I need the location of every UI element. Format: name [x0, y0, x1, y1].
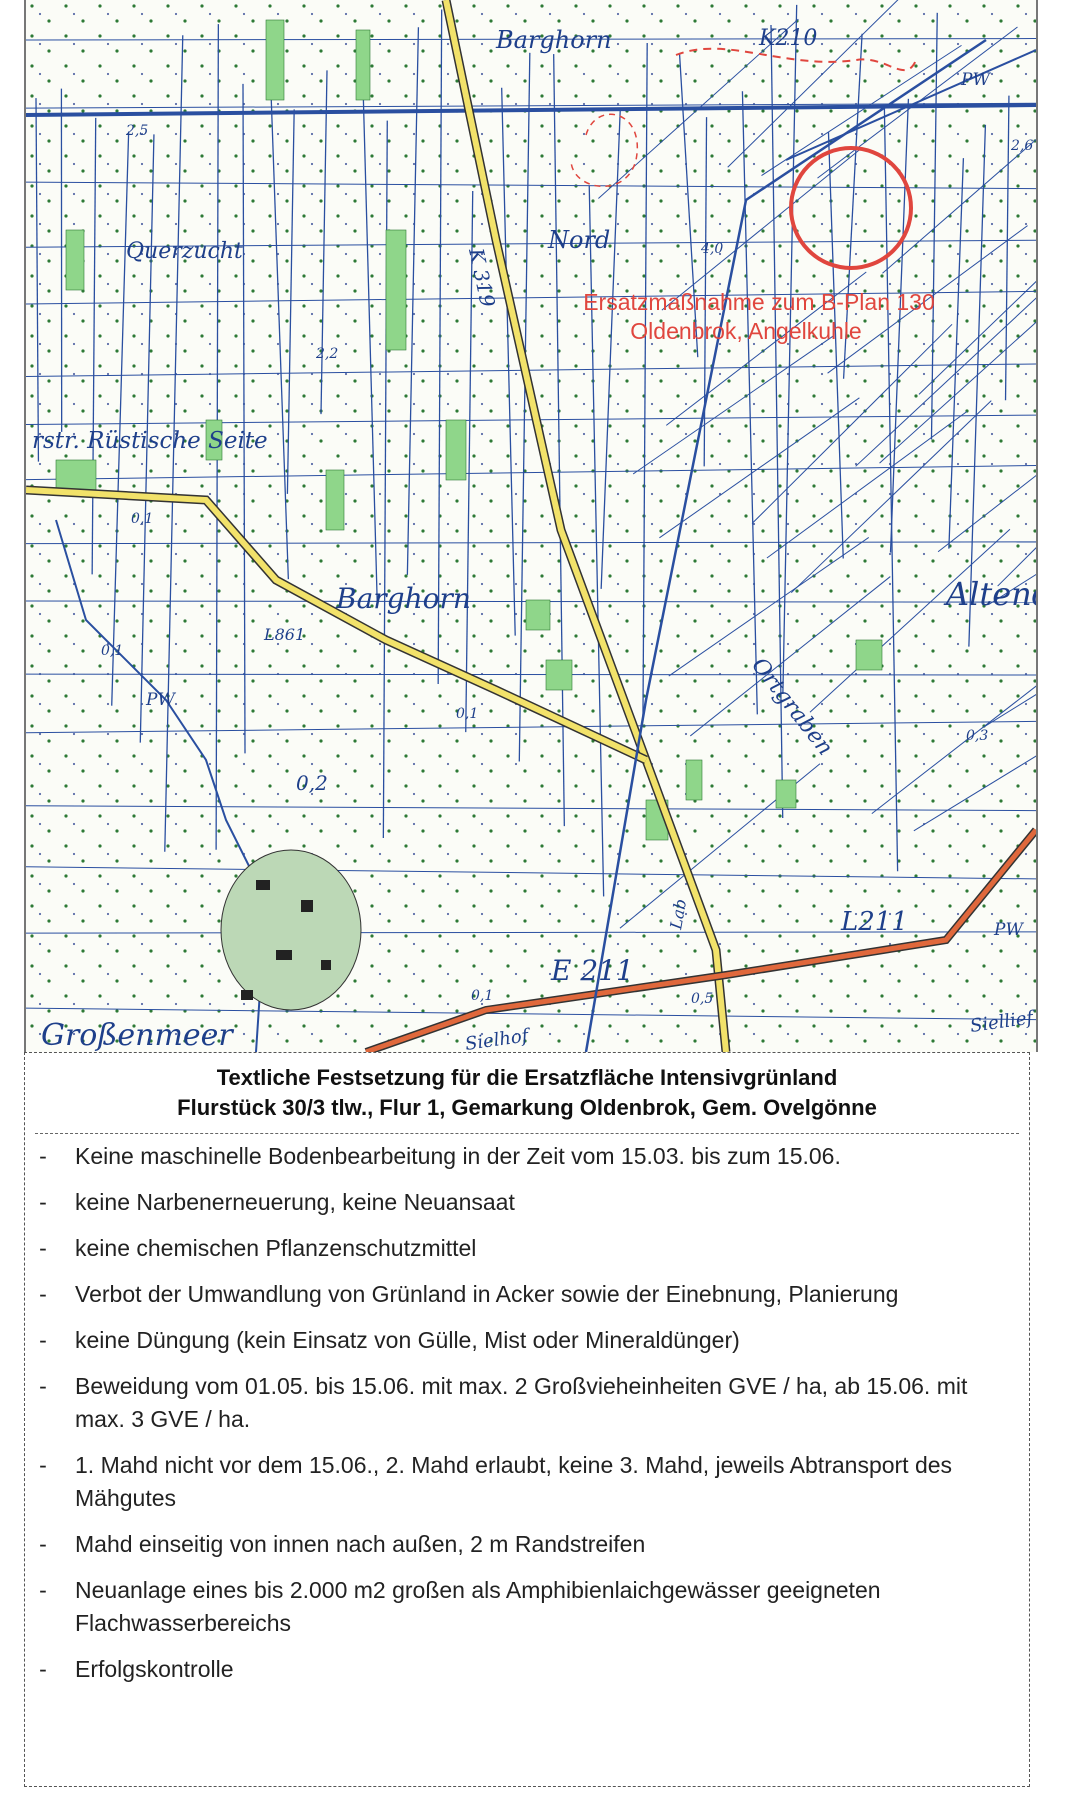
bullet-dash: - — [39, 1143, 47, 1169]
measure-text: Beweidung vom 01.05. bis 15.06. mit max.… — [75, 1373, 968, 1432]
label-height-25: 2,5 — [125, 123, 148, 139]
label-road-k210: K210 — [758, 26, 817, 51]
bullet-dash: - — [39, 1531, 47, 1557]
label-height-26: 2,6 — [1010, 138, 1033, 154]
compensation-area-marker: Ersatzmaßnahme zum B-Plan 130 Oldenbrok,… — [570, 47, 935, 344]
label-grossenmeer: Großenmeer — [41, 1018, 234, 1052]
label-road-l211: L211 — [840, 907, 908, 937]
bullet-dash: - — [39, 1452, 47, 1478]
measure-item: - Erfolgskontrolle — [25, 1653, 1029, 1686]
village-built-up-area — [220, 849, 362, 1011]
measure-item: - Beweidung vom 01.05. bis 15.06. mit max… — [25, 1370, 1029, 1436]
measure-text: keine chemischen Pflanzenschutzmittel — [75, 1235, 477, 1261]
bullet-dash: - — [39, 1235, 47, 1261]
label-height-01c: 0,1 — [456, 706, 478, 722]
measure-item: - 1. Mahd nicht vor dem 15.06., 2. Mahd e… — [25, 1449, 1029, 1515]
annotation-line-2: Oldenbrok, Angelkuhle — [630, 318, 861, 344]
title-divider — [35, 1133, 1019, 1134]
measures-list: - Keine maschinelle Bodenbearbeitung in d… — [25, 1140, 1029, 1686]
label-road-l861: L861 — [263, 625, 305, 644]
label-pw-ne: PW — [960, 70, 991, 90]
measure-text: Erfolgskontrolle — [75, 1656, 234, 1682]
measure-item: - Verbot der Umwandlung von Grünland in A… — [25, 1278, 1029, 1311]
measure-item: - keine Düngung (kein Einsatz von Gülle, … — [25, 1324, 1029, 1357]
label-road-e211: E 211 — [550, 954, 634, 987]
measure-item: - Mahd einseitig von innen nach außen, 2 … — [25, 1528, 1029, 1561]
measure-text: 1. Mahd nicht vor dem 15.06., 2. Mahd er… — [75, 1452, 953, 1511]
label-pw-w: PW — [145, 690, 176, 710]
measure-text: Neuanlage eines bis 2.000 m2 großen als … — [75, 1577, 881, 1636]
label-barghorn-center: Barghorn — [335, 582, 471, 615]
label-heistrasse: rstr. Rüstische Seite — [32, 428, 268, 454]
map-canvas: Barghorn K210 PW 2,5 2,6 K 319 Nord 4,0 … — [26, 0, 1036, 1052]
label-nord: Nord — [547, 226, 610, 254]
measure-text: keine Narbenerneuerung, keine Neuansaat — [75, 1189, 515, 1215]
bullet-dash: - — [39, 1327, 47, 1353]
bullet-dash: - — [39, 1656, 47, 1682]
label-height-01b: 0,1 — [101, 643, 123, 659]
provisions-title-line-1: Textliche Festsetzung für die Ersatzfläc… — [216, 1065, 838, 1090]
label-barghorn-north: Barghorn — [495, 26, 612, 54]
bullet-dash: - — [39, 1281, 47, 1307]
measure-item: - keine Narbenerneuerung, keine Neuansaat — [25, 1186, 1029, 1219]
label-height-40: 4,0 — [700, 241, 723, 257]
label-height-01d: 0,1 — [471, 988, 493, 1004]
provisions-title: Textliche Festsetzung für die Ersatzfläc… — [25, 1053, 1029, 1125]
bullet-dash: - — [39, 1373, 47, 1399]
measure-item: - Keine maschinelle Bodenbearbeitung in d… — [25, 1140, 1029, 1173]
label-pw-e: PW — [993, 920, 1024, 940]
measure-item: - keine chemischen Pflanzenschutzmittel — [25, 1232, 1029, 1265]
measure-text: Keine maschinelle Bodenbearbeitung in de… — [75, 1143, 841, 1169]
label-height-02: 0,2 — [296, 771, 328, 795]
roads — [26, 0, 1036, 1052]
topographic-map: Barghorn K210 PW 2,5 2,6 K 319 Nord 4,0 … — [24, 0, 1038, 1052]
annotation-line-1: Ersatzmaßnahme zum B-Plan 130 — [583, 289, 935, 315]
label-height-22: 2,2 — [315, 346, 338, 362]
textual-provisions-panel: Textliche Festsetzung für die Ersatzfläc… — [24, 1052, 1030, 1787]
measure-text: keine Düngung (kein Einsatz von Gülle, M… — [75, 1327, 740, 1353]
provisions-title-line-2: Flurstück 30/3 tlw., Flur 1, Gemarkung O… — [177, 1095, 877, 1120]
measure-text: Mahd einseitig von innen nach außen, 2 m… — [75, 1531, 646, 1557]
measure-text: Verbot der Umwandlung von Grünland in Ac… — [75, 1281, 899, 1307]
bullet-dash: - — [39, 1189, 47, 1215]
label-altend: Altend — [943, 575, 1036, 613]
label-querzucht: Querzucht — [126, 239, 243, 264]
label-height-05: 0,5 — [691, 991, 713, 1007]
label-height-01a: 0,1 — [131, 511, 153, 527]
measure-item: - Neuanlage eines bis 2.000 m2 großen als… — [25, 1574, 1029, 1640]
bullet-dash: - — [39, 1577, 47, 1603]
label-height-03: 0,3 — [966, 728, 988, 744]
